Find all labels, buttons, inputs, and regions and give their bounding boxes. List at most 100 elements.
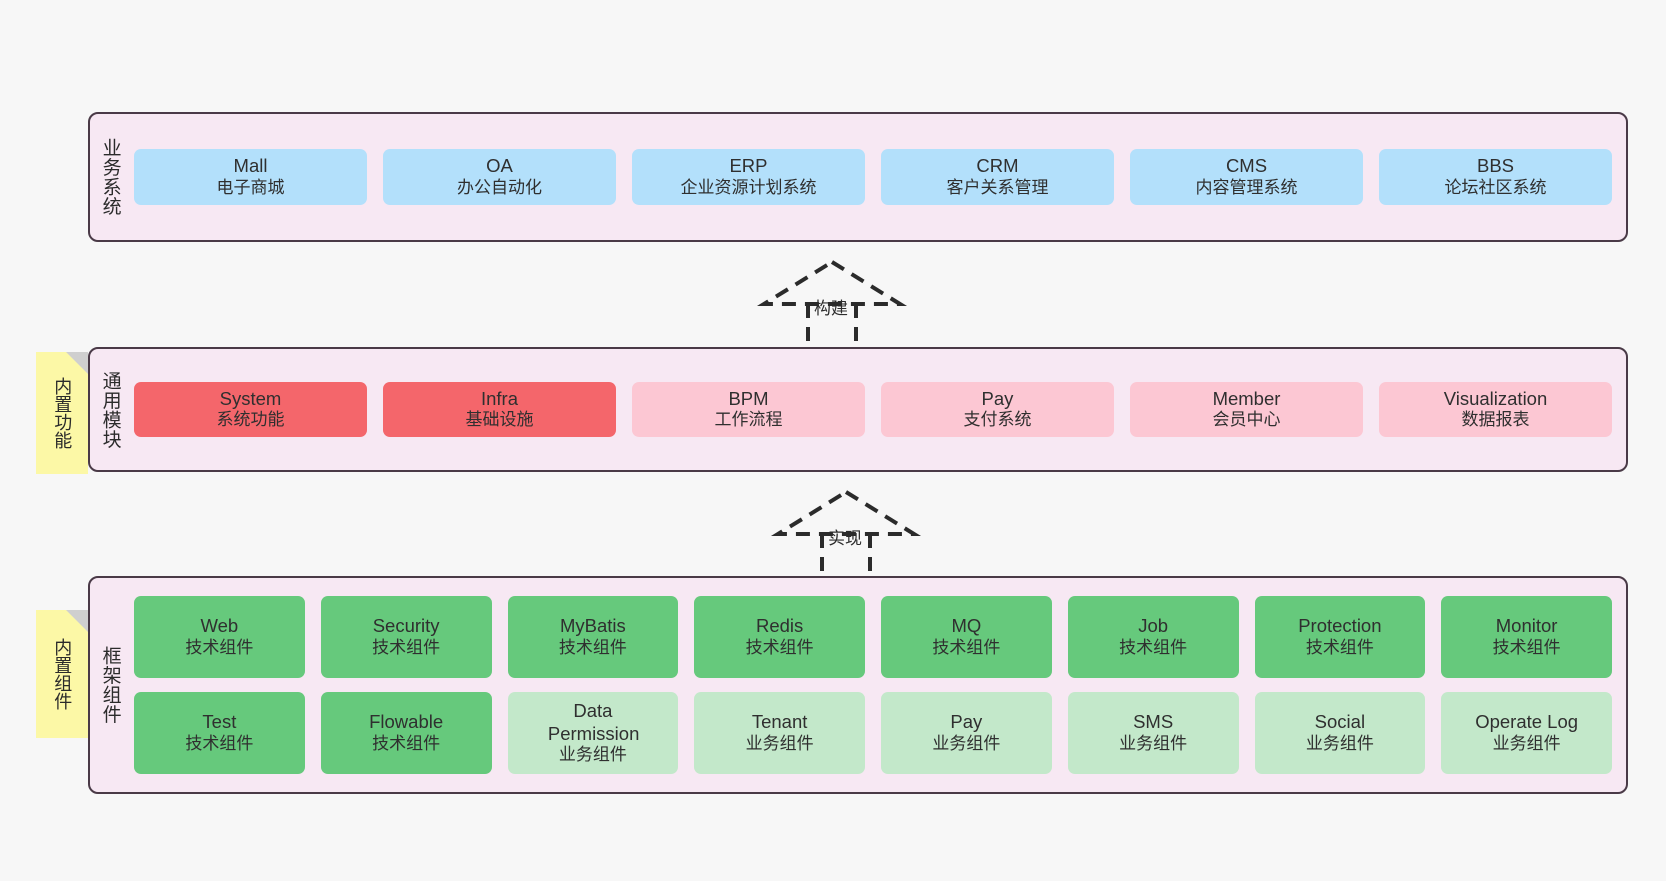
card-subtitle: 业务组件 [1492, 733, 1561, 753]
layer-body-framework-component: Web 技术组件 Security 技术组件 MyBatis 技术组件 Redi… [130, 578, 1626, 792]
card-subtitle: 业务组件 [1119, 733, 1188, 753]
card-subtitle: 基础设施 [465, 410, 534, 430]
layer-common-module: 通用模块 System 系统功能 Infra 基础设施 BPM 工作流程 Pay… [88, 347, 1628, 472]
card-security[interactable]: Security 技术组件 [320, 596, 492, 678]
card-row: Test 技术组件 Flowable 技术组件 Data Permission … [134, 692, 1612, 774]
card-system[interactable]: System 系统功能 [134, 381, 367, 438]
card-title: CMS [1225, 155, 1268, 177]
card-crm[interactable]: CRM 客户关系管理 [881, 149, 1114, 205]
card-subtitle: 工作流程 [714, 410, 783, 430]
card-subtitle: 业务组件 [1305, 733, 1374, 753]
sticky-note-builtin-component: 内置组件 [36, 610, 88, 738]
card-cms[interactable]: CMS 内容管理系统 [1130, 149, 1363, 205]
card-subtitle: 企业资源计划系统 [680, 177, 817, 197]
card-oa[interactable]: OA 办公自动化 [383, 149, 616, 205]
folded-corner-icon [66, 352, 88, 374]
card-subtitle: 技术组件 [1119, 637, 1188, 657]
card-title: Job [1138, 615, 1169, 637]
sticky-note-builtin-function: 内置功能 [36, 352, 88, 474]
card-operate-log[interactable]: Operate Log 业务组件 [1441, 692, 1612, 774]
card-web[interactable]: Web 技术组件 [134, 596, 305, 678]
card-title: Monitor [1495, 615, 1558, 637]
card-data-permission[interactable]: Data Permission 业务组件 [507, 692, 679, 774]
card-monitor[interactable]: Monitor 技术组件 [1441, 596, 1612, 678]
card-bpm[interactable]: BPM 工作流程 [632, 381, 865, 438]
card-title: Mall [233, 155, 268, 177]
card-subtitle: 技术组件 [558, 637, 627, 657]
card-redis[interactable]: Redis 技术组件 [694, 596, 865, 678]
card-pay-business[interactable]: Pay 业务组件 [881, 692, 1052, 774]
card-row: Mall 电子商城 OA 办公自动化 ERP 企业资源计划系统 CRM 客户关系… [134, 149, 1612, 205]
card-title: MQ [951, 615, 982, 637]
connector-implement-label: 实现 [828, 529, 862, 548]
card-subtitle: 技术组件 [1492, 637, 1561, 657]
card-subtitle: 论坛社区系统 [1444, 177, 1547, 197]
card-mall[interactable]: Mall 电子商城 [134, 149, 367, 205]
connector-implement: 实现 [766, 488, 926, 580]
sticky-note-label: 内置组件 [52, 638, 73, 710]
folded-corner-icon [66, 610, 88, 632]
card-subtitle: 业务组件 [745, 733, 814, 753]
card-social[interactable]: Social 业务组件 [1254, 692, 1426, 774]
card-title: Pay [950, 711, 983, 733]
card-title: Data Permission [547, 700, 640, 744]
card-title: Operate Log [1475, 711, 1579, 733]
layer-business-system: 业务系统 Mall 电子商城 OA 办公自动化 ERP 企业资源计划系统 CRM… [88, 112, 1628, 242]
layer-title-business-system: 业务系统 [99, 138, 121, 216]
card-title: Protection [1298, 615, 1382, 637]
card-subtitle: 电子商城 [216, 177, 285, 197]
card-infra[interactable]: Infra 基础设施 [383, 381, 616, 438]
card-flowable[interactable]: Flowable 技术组件 [320, 692, 492, 774]
card-title: OA [486, 155, 513, 177]
card-title: BPM [728, 387, 769, 409]
card-tenant[interactable]: Tenant 业务组件 [694, 692, 865, 774]
card-job[interactable]: Job 技术组件 [1067, 596, 1239, 678]
card-title: Tenant [751, 711, 808, 733]
layer-body-business-system: Mall 电子商城 OA 办公自动化 ERP 企业资源计划系统 CRM 客户关系… [130, 114, 1626, 240]
card-subtitle: 技术组件 [1305, 637, 1374, 657]
card-sms[interactable]: SMS 业务组件 [1067, 692, 1239, 774]
card-title: Pay [981, 387, 1014, 409]
card-title: SMS [1133, 711, 1174, 733]
card-subtitle: 内容管理系统 [1195, 177, 1298, 197]
card-subtitle: 技术组件 [932, 637, 1001, 657]
card-test[interactable]: Test 技术组件 [134, 692, 305, 774]
card-title: Visualization [1443, 387, 1548, 409]
card-subtitle: 会员中心 [1212, 410, 1281, 430]
card-title: CRM [976, 155, 1019, 177]
card-subtitle: 客户关系管理 [946, 177, 1049, 197]
layer-title-common-module: 通用模块 [99, 370, 121, 449]
card-protection[interactable]: Protection 技术组件 [1254, 596, 1426, 678]
card-subtitle: 技术组件 [372, 637, 441, 657]
card-subtitle: 办公自动化 [457, 177, 542, 197]
sticky-note-label: 内置功能 [52, 377, 73, 449]
card-subtitle: 业务组件 [558, 745, 627, 765]
card-subtitle: 技术组件 [185, 637, 254, 657]
card-subtitle: 技术组件 [745, 637, 814, 657]
card-subtitle: 数据报表 [1461, 410, 1530, 430]
layer-framework-component: 框架组件 Web 技术组件 Security 技术组件 MyBatis 技术组件… [88, 576, 1628, 794]
card-visualization[interactable]: Visualization 数据报表 [1379, 381, 1612, 438]
card-bbs[interactable]: BBS 论坛社区系统 [1379, 149, 1612, 205]
card-subtitle: 业务组件 [932, 733, 1001, 753]
card-member[interactable]: Member 会员中心 [1130, 381, 1363, 438]
card-mq[interactable]: MQ 技术组件 [881, 596, 1052, 678]
connector-build: 构建 [752, 258, 912, 350]
card-erp[interactable]: ERP 企业资源计划系统 [632, 149, 865, 205]
card-title: Flowable [369, 711, 444, 733]
card-pay[interactable]: Pay 支付系统 [881, 381, 1114, 438]
card-mybatis[interactable]: MyBatis 技术组件 [507, 596, 679, 678]
card-subtitle: 系统功能 [216, 410, 285, 430]
card-title: ERP [729, 155, 768, 177]
card-title: Redis [755, 615, 804, 637]
card-title: System [219, 387, 282, 409]
layer-title-framework-component: 框架组件 [99, 646, 121, 724]
card-title: Web [200, 615, 239, 637]
card-title: Member [1212, 387, 1281, 409]
card-title: BBS [1476, 155, 1515, 177]
connector-build-label: 构建 [814, 299, 848, 318]
card-subtitle: 支付系统 [963, 410, 1032, 430]
card-title: Social [1314, 711, 1366, 733]
card-subtitle: 技术组件 [372, 733, 441, 753]
